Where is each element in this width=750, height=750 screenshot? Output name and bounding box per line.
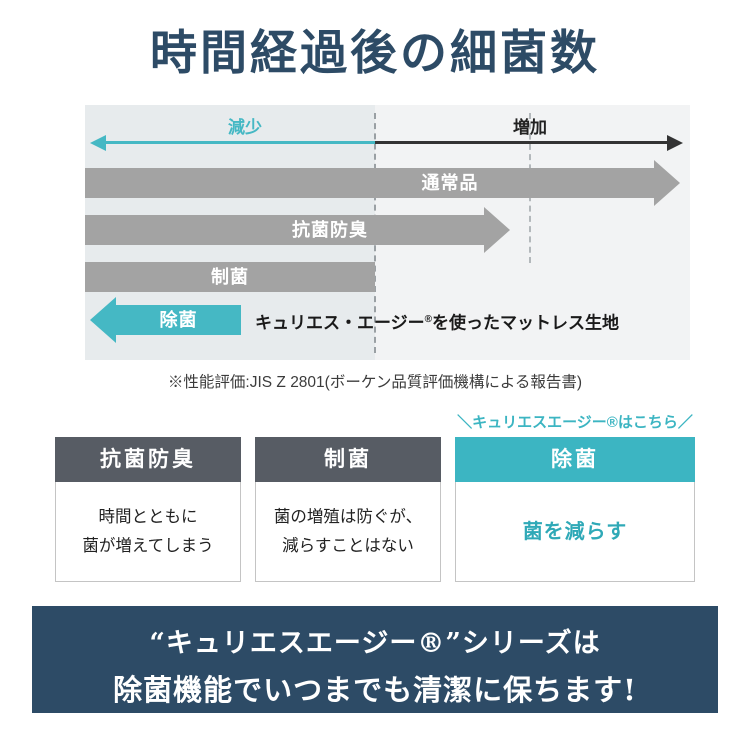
bacteria-chart: 減少 増加 通常品 抗菌防臭 制菌 除菌 キュリエス・エージー®を使ったマットレ…: [85, 105, 690, 360]
mattress-fabric-annotation: キュリエス・エージー®を使ったマットレス生地: [255, 305, 619, 335]
bar-bacteriostatic-label: 制菌: [211, 267, 249, 287]
card-antibacterial-deodorant-body: 時間とともに 菌が増えてしまう: [55, 482, 241, 582]
arrowhead-left-icon: [90, 297, 116, 343]
card-antibacterial-deodorant: 抗菌防臭 時間とともに 菌が増えてしまう: [55, 437, 241, 582]
card-body-line: 減らすことはない: [282, 536, 414, 555]
bottom-banner: “キュリエスエージー®”シリーズは 除菌機能でいつまでも清潔に保ちます!: [32, 606, 718, 713]
arrowhead-right-icon: [484, 207, 510, 253]
arrow-left-icon: [90, 135, 106, 151]
decrease-label: 減少: [228, 118, 262, 137]
increase-axis-line: [375, 141, 668, 144]
annotation-text: を使ったマットレス生地: [432, 313, 620, 333]
bar-bacteriostatic: 制菌: [85, 262, 375, 292]
banner-claim-line: 除菌機能でいつまでも清潔に保ちます!: [113, 673, 637, 707]
performance-note: ※性能評価:JIS Z 2801(ボーケン品質評価機構による報告書): [167, 374, 583, 391]
banner-series-line: “キュリエスエージー®”シリーズは: [149, 628, 601, 659]
bar-sterilizing: 除菌: [90, 297, 241, 343]
bar-antibacterial-deodorant: 抗菌防臭: [85, 207, 510, 253]
bar-normal-product: 通常品: [85, 160, 680, 206]
annotation-text: キュリエス・エージー: [255, 313, 425, 333]
card-body-line: 時間とともに: [98, 508, 198, 527]
card-bacteriostatic-header: 制菌: [255, 437, 441, 482]
bar-antibacterial-deodorant-label: 抗菌防臭: [292, 220, 368, 240]
card-sterilizing: 除菌 菌を減らす: [455, 437, 695, 582]
card-sterilizing-header: 除菌: [455, 437, 695, 482]
card-body-line: 菌が増えてしまう: [82, 536, 214, 555]
arrowhead-right-icon: [654, 160, 680, 206]
card-bacteriostatic: 制菌 菌の増殖は防ぐが、 減らすことはない: [255, 437, 441, 582]
bar-normal-product-label: 通常品: [421, 173, 479, 193]
registered-mark: ®: [424, 314, 433, 325]
card-antibacterial-deodorant-header: 抗菌防臭: [55, 437, 241, 482]
card-sterilizing-body: 菌を減らす: [455, 482, 695, 582]
bar-sterilizing-label: 除菌: [159, 310, 198, 330]
card-body-line: 菌を減らす: [522, 520, 628, 543]
decrease-axis-line: [105, 141, 375, 144]
arrow-right-icon: [667, 135, 683, 151]
page-title: 時間経過後の細菌数: [150, 26, 600, 81]
card-bacteriostatic-body: 菌の増殖は防ぐが、 減らすことはない: [255, 482, 441, 582]
sterilizing-callout: ＼キュリエスエージー®はこちら／: [457, 414, 693, 431]
increase-label: 増加: [513, 118, 547, 137]
card-body-line: 菌の増殖は防ぐが、: [273, 508, 423, 527]
